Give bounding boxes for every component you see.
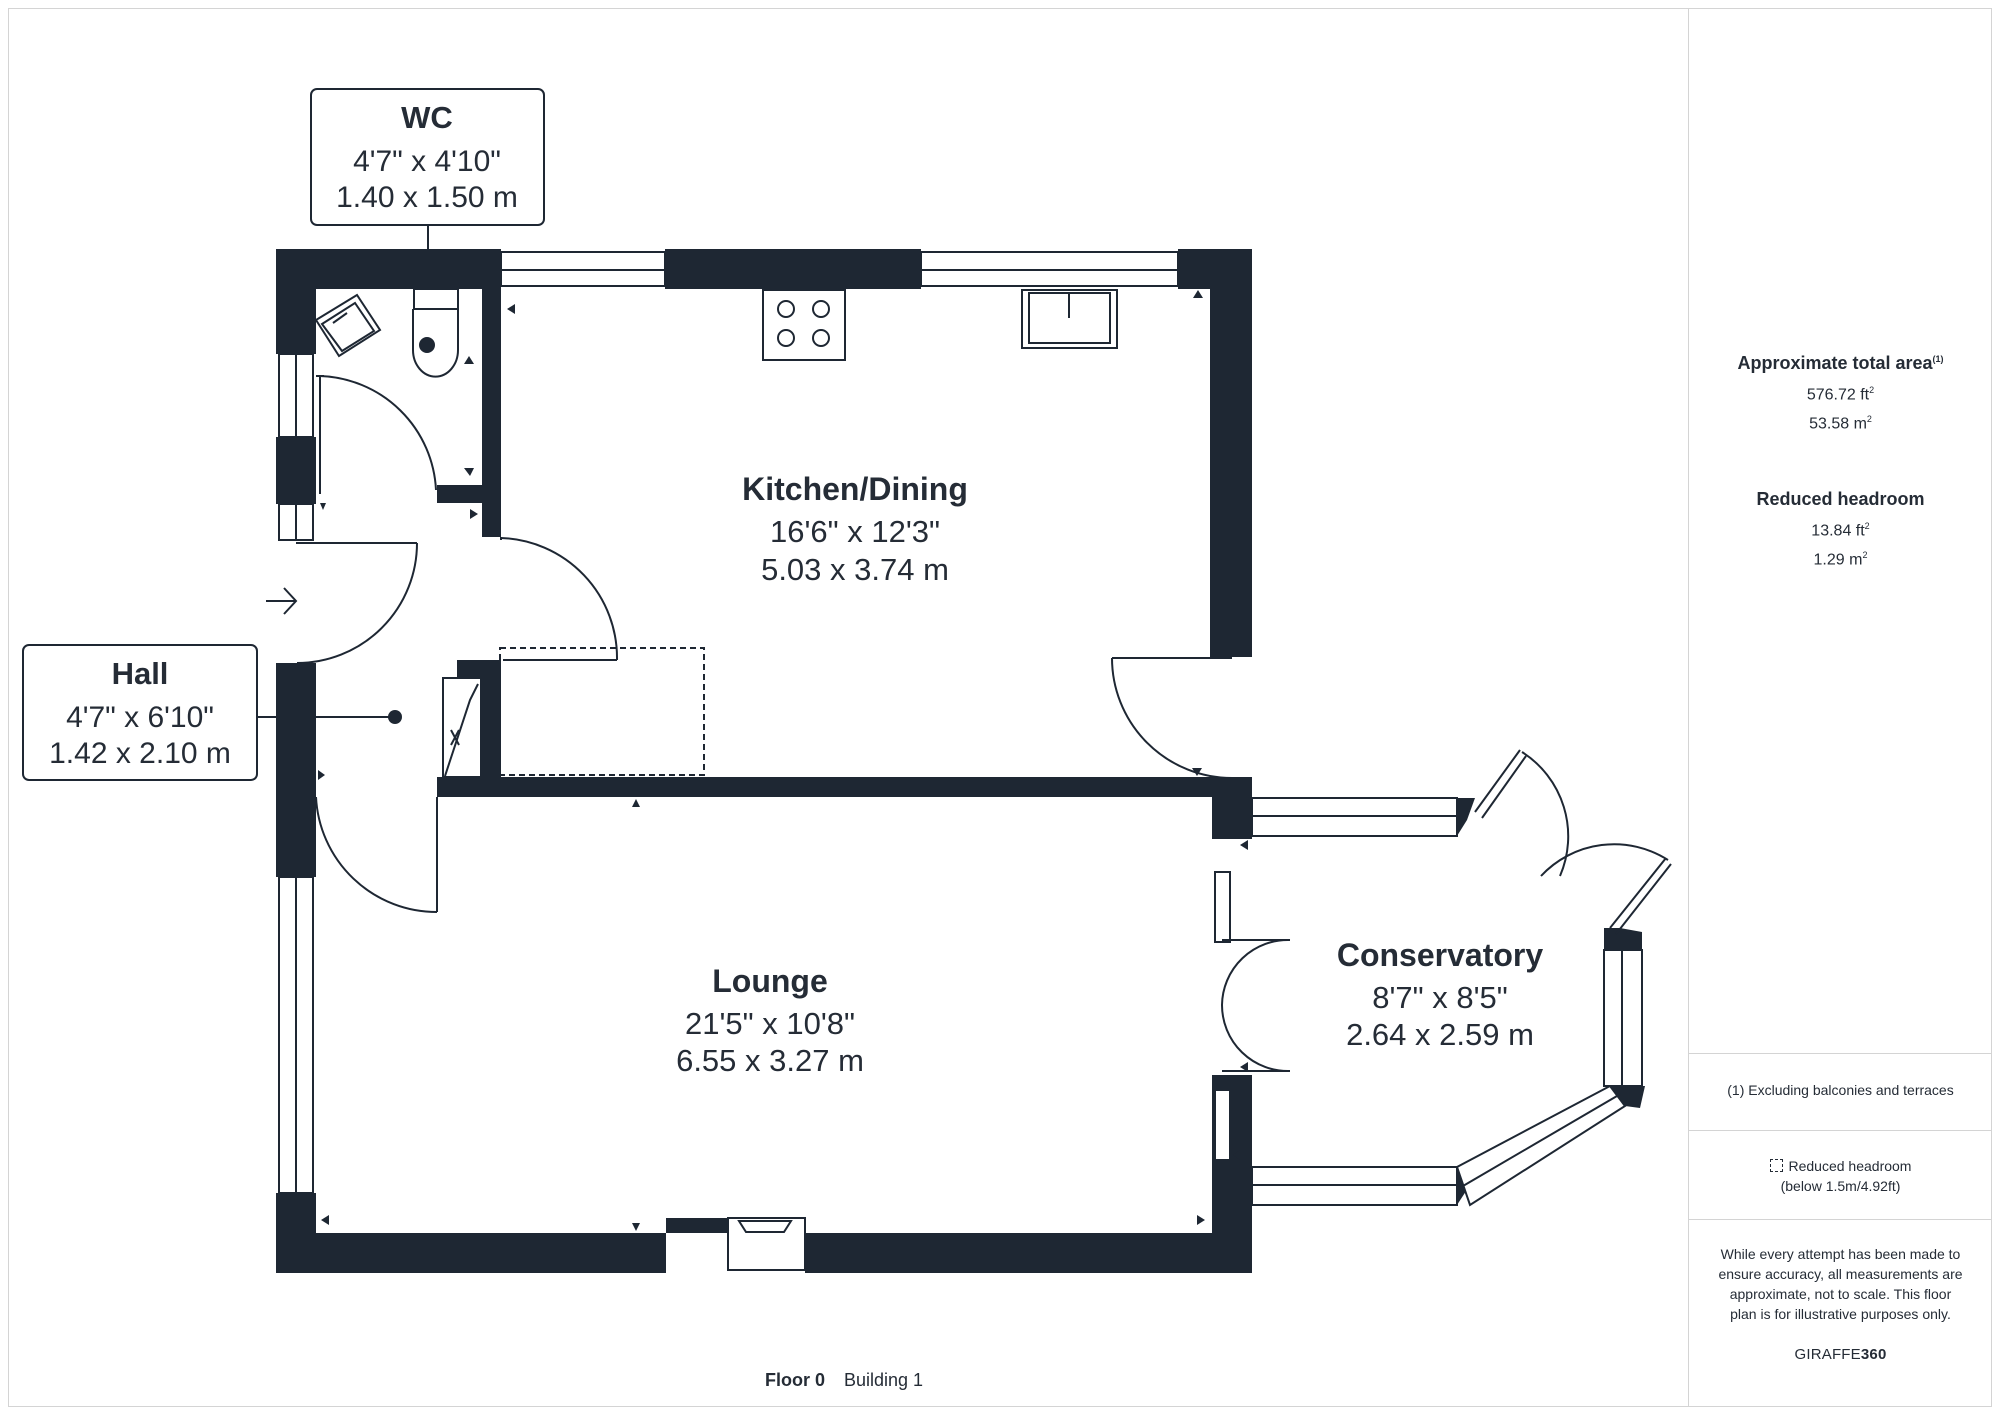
kitchen-imperial: 16'6" x 12'3" <box>770 514 940 549</box>
disclaimer-line: While every attempt has been made to <box>1720 1246 1961 1262</box>
stairs-icon <box>442 677 482 778</box>
window-wc <box>278 353 297 438</box>
reduced-headroom-m: 1.29 m2 <box>1813 550 1868 569</box>
wall-bottom-right <box>805 1233 1252 1273</box>
wc-metric: 1.40 x 1.50 m <box>336 181 518 214</box>
divider <box>1689 1219 1992 1220</box>
window-hall-small-inner <box>295 503 314 541</box>
window-kitchen-right <box>920 251 1179 271</box>
wall-left-hall <box>276 663 316 877</box>
window-kitchen-right-inner <box>920 269 1179 287</box>
info-panel: Approximate total area(1) 576.72 ft2 53.… <box>1688 8 1992 1407</box>
building-label: Building 1 <box>843 1370 924 1390</box>
wall-stair-side <box>482 660 501 780</box>
conservatory-name: Conservatory <box>1337 937 1544 973</box>
kitchen-metric: 5.03 x 3.74 m <box>761 552 949 587</box>
kitchen-name: Kitchen/Dining <box>742 471 968 507</box>
wc-imperial: 4'7" x 4'10" <box>353 145 501 178</box>
window-kitchen-left <box>500 251 666 271</box>
windows <box>278 251 1231 1271</box>
wall-bottom-left <box>276 1233 666 1273</box>
wall-kitchen-lounge <box>437 777 1252 797</box>
hall-metric: 1.42 x 2.10 m <box>49 737 231 770</box>
window-kitchen-left-inner <box>500 269 666 287</box>
wall-wc-kitchen <box>482 249 501 537</box>
window-lounge-right-a <box>1214 871 1231 943</box>
disclaimer-line: approximate, not to scale. This floor <box>1729 1286 1952 1302</box>
disclaimer: While every attempt has been made to ens… <box>1689 1244 1992 1324</box>
hall-imperial: 4'7" x 6'10" <box>66 701 214 734</box>
disclaimer-line: plan is for illustrative purposes only. <box>1730 1306 1951 1322</box>
fireplace-hearth <box>727 1217 806 1271</box>
conservatory-imperial: 8'7" x 8'5" <box>1372 980 1508 1015</box>
brand-logo: GIRAFFE360 <box>1794 1346 1887 1363</box>
plan-footer: Floor 0 Building 1 <box>0 1370 1688 1391</box>
total-area-section: Approximate total area(1) 576.72 ft2 53.… <box>1689 353 1992 433</box>
fireplace-icon <box>737 1220 793 1233</box>
hall-name: Hall <box>112 656 169 691</box>
lounge-metric: 6.55 x 3.27 m <box>676 1043 864 1078</box>
total-area-heading: Approximate total area(1) <box>1737 353 1944 373</box>
window-lounge-right-b <box>1214 1089 1231 1161</box>
callout-leaders <box>258 226 429 724</box>
lounge-name: Lounge <box>712 963 828 999</box>
hob-icon <box>762 289 846 361</box>
disclaimer-line: ensure accuracy, all measurements are <box>1718 1266 1963 1282</box>
lounge-imperial: 21'5" x 10'8" <box>685 1006 855 1041</box>
footnote: (1) Excluding balconies and terraces <box>1727 1082 1954 1098</box>
reduced-headroom-heading: Reduced headroom <box>1756 489 1925 509</box>
legend-line-1: Reduced headroom <box>1788 1158 1912 1174</box>
sink-icon <box>1021 289 1118 349</box>
walls <box>276 249 1252 1273</box>
floor-plan: WC 4'7" x 4'10" 1.40 x 1.50 m Hall 4'7" … <box>22 88 1672 1273</box>
wash-basin-icon <box>314 293 382 358</box>
doors <box>296 375 1291 1073</box>
reduced-headroom-area <box>499 647 705 776</box>
window-wc-inner <box>295 353 314 438</box>
total-area-m: 53.58 m2 <box>1809 414 1872 433</box>
reduced-headroom-section: Reduced headroom 13.84 ft2 1.29 m2 <box>1689 489 1992 569</box>
window-hall-small <box>278 503 297 541</box>
conservatory-metric: 2.64 x 2.59 m <box>1346 1017 1534 1052</box>
wall-left-upper <box>276 249 316 354</box>
total-area-ft: 576.72 ft2 <box>1806 385 1875 404</box>
wall-stair-top <box>457 660 487 678</box>
window-lounge-left <box>278 876 297 1194</box>
legend-line-2: (below 1.5m/4.92ft) <box>1780 1178 1901 1194</box>
divider <box>1689 1053 1992 1054</box>
hall-callout: Hall 4'7" x 6'10" 1.42 x 2.10 m <box>22 644 258 781</box>
wall-left-window-pier <box>276 437 316 504</box>
wall-wc-bottom <box>437 485 482 503</box>
reduced-headroom-ft: 13.84 ft2 <box>1811 521 1870 540</box>
divider <box>1689 1130 1992 1131</box>
page-frame <box>8 8 1992 1407</box>
toilet-icon <box>412 288 459 378</box>
wall-kitchen-right <box>1210 249 1252 657</box>
wc-callout: WC 4'7" x 4'10" 1.40 x 1.50 m <box>310 88 545 226</box>
reduced-headroom-legend-icon <box>1769 1159 1783 1172</box>
entrance-arrow-icon <box>266 587 298 615</box>
conservatory-structure <box>1230 749 1672 1207</box>
wc-name: WC <box>401 100 453 135</box>
legend: Reduced headroom (below 1.5m/4.92ft) <box>1689 1156 1992 1196</box>
window-lounge-left-inner <box>295 876 314 1194</box>
dimension-markers <box>318 290 1248 1231</box>
wall-top-mid <box>665 249 921 289</box>
floor-label: Floor 0 <box>764 1370 825 1390</box>
